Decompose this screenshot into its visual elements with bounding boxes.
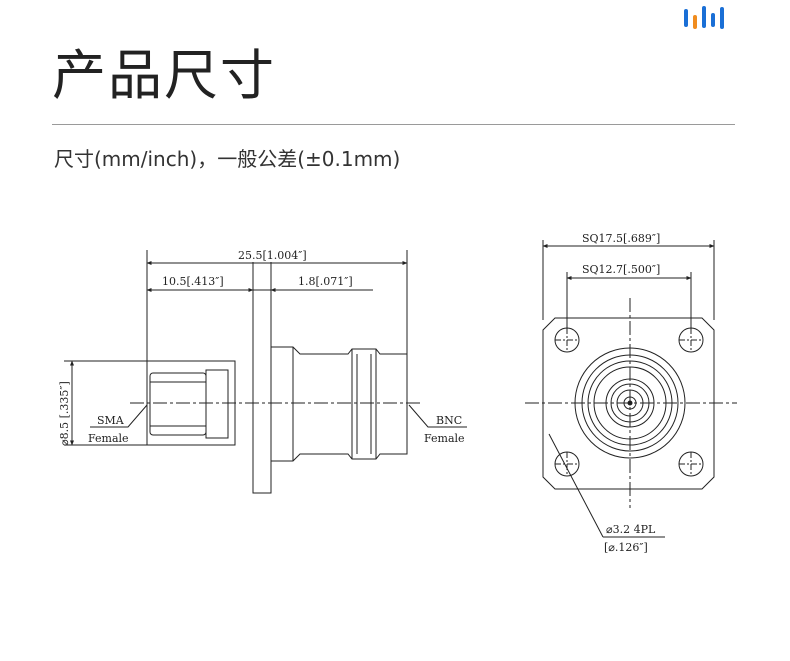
hole-dia-label: ⌀3.2 4PL [606,523,656,536]
overall-length-label: 25.5[1.004″] [238,249,307,262]
sma-length-label: 10.5[.413″] [162,275,224,288]
left-connector-gender: Female [88,432,129,445]
hole-dia-inch-label: [⌀.126″] [604,541,648,554]
right-connector-gender: Female [424,432,465,445]
hole-spacing-label: SQ12.7[.500″] [582,263,660,276]
left-connector-type: SMA [97,414,125,427]
diameter-label: ⌀8.5 [.335″] [58,381,71,446]
brand-logo-icon [684,6,724,29]
page-title: 产品尺寸 [52,44,276,107]
right-connector-type: BNC [436,414,462,427]
flange-thickness-label: 1.8[.071″] [298,275,353,288]
front-view [525,240,737,538]
outer-square-label: SQ17.5[.689″] [582,232,660,245]
side-view [64,250,467,494]
page-subtitle: 尺寸(mm/inch)，一般公差(±0.1mm) [54,147,401,171]
divider [52,124,735,125]
